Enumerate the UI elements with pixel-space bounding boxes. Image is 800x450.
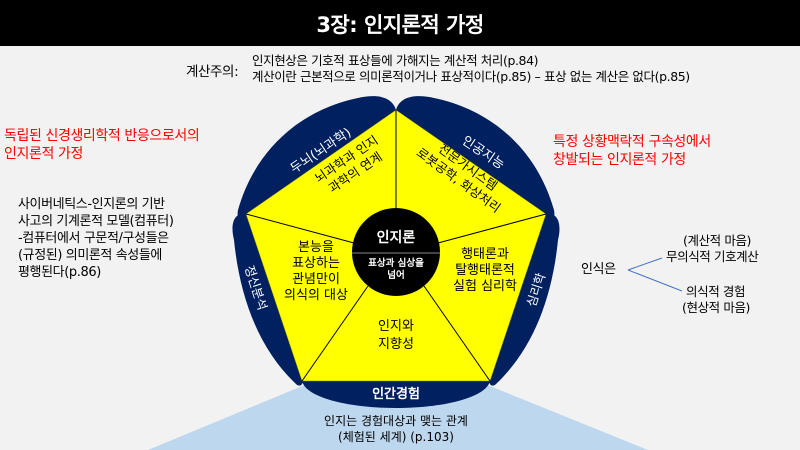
cybernetics-line-1: 사이버네틱스-인지론의 기반 [18, 197, 165, 212]
segment-right-line-3: 실험 심리학 [453, 279, 517, 294]
computation-line-1: 인지현상은 기호적 표상들에 가해지는 계산적 처리(p.84) [252, 53, 539, 68]
segment-left-line-4: 의식의 대상 [284, 288, 348, 303]
branch-lines [627, 257, 683, 292]
cognition-lower-line-2: (현상적 마음) [682, 300, 751, 315]
cybernetics-line-2: 사고의 기계론적 모델(컴퓨터) [18, 214, 174, 229]
experience-trapezoid [148, 382, 648, 450]
cybernetics-line-4: (규정된) 의미론적 속성들에 [18, 248, 162, 263]
page-title: 3장: 인지론적 가정 [316, 13, 484, 37]
center-circle [352, 208, 440, 296]
cognition-upper-line-2: 무의식적 기호계산 [666, 249, 759, 264]
center-subtitle-line-2: 넘어 [387, 270, 405, 281]
segment-left: 본능을 표상하는 관념만이 의식의 대상 [276, 240, 356, 304]
petal-right [489, 213, 560, 386]
segment-left-line-1: 본능을 [298, 240, 334, 255]
petal-top-right [396, 96, 555, 219]
experience-note-line-2: (체험된 세계) (p.103) [338, 430, 454, 444]
pentagon-dividers [245, 110, 547, 382]
computation-line-2: 계산이란 근본적으로 의미론적이거나 표상적이다(p.85) – 표상 없는 계… [252, 69, 690, 84]
cognition-upper-line-1: (계산적 마음) [683, 233, 752, 248]
cognition-lower-line-1: 의식적 경험 [686, 284, 746, 299]
segment-bottom: 인지와 지향성 [356, 318, 436, 354]
experience-note: 인지는 경험대상과 맺는 관계 (체험된 세계) (p.103) [296, 413, 496, 445]
outer-petals [232, 96, 560, 408]
segment-left-line-3: 관념만이 [292, 272, 340, 287]
computation-label: 계산주의: [186, 64, 239, 80]
segment-right: 행태론과 탈행태론적 실험 심리학 [440, 247, 530, 295]
cybernetics-line-5: 평행된다(p.86) [18, 265, 101, 280]
segment-bottom-line-2: 지향성 [378, 337, 414, 352]
experience-note-line-1: 인지는 경험대상과 맺는 관계 [324, 414, 468, 428]
cognition-root: 인식은 [581, 262, 616, 277]
center-subtitle-line-1: 표상과 심상을 [368, 258, 424, 269]
center-subtitle: 표상과 심상을 넘어 [352, 258, 440, 282]
left-red-note-line-2: 인지론적 가정 [4, 146, 83, 162]
title-bar [0, 0, 800, 46]
right-red-note-line-1: 특정 상황맥락적 구속성에서 [553, 134, 711, 150]
segment-left-line-2: 표상하는 [292, 256, 340, 271]
center-title: 인지론 [376, 230, 416, 246]
segment-bottom-line-1: 인지와 [378, 319, 414, 334]
outer-label-human-experience: 인간경험 [372, 387, 420, 402]
petal-top-left [237, 96, 396, 219]
petal-left [232, 213, 303, 386]
segment-right-line-1: 행태론과 [461, 247, 509, 262]
petal-bottom [302, 381, 490, 408]
left-red-note-line-1: 독립된 신경생리학적 반응으로서의 [4, 128, 200, 144]
right-red-note-line-2: 창발되는 인지론적 가정 [553, 152, 686, 168]
segment-right-line-2: 탈행태론적 [455, 263, 515, 278]
cybernetics-line-3: -컴퓨터에서 구문적/구성들은 [18, 231, 169, 246]
